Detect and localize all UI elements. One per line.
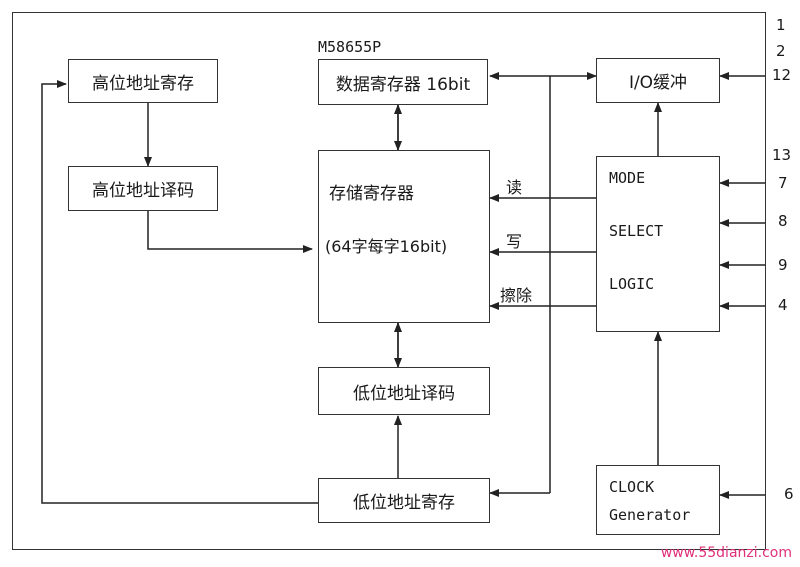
clock-label: CLOCK: [609, 478, 655, 496]
high-address-decoder-label: 高位地址译码: [92, 181, 194, 201]
pin-8: 8: [778, 212, 788, 230]
select-label: SELECT: [609, 222, 664, 240]
high-address-register-block: 高位地址寄存: [68, 59, 218, 103]
pin-12: 12: [772, 66, 792, 84]
mode-select-logic-block: MODE SELECT LOGIC: [596, 156, 720, 332]
storage-capacity-label: (64字每字16bit): [325, 237, 448, 256]
data-register-block: 数据寄存器 16bit: [318, 59, 488, 105]
io-buffer-label: I/O缓冲: [628, 73, 688, 93]
read-signal-label: 读: [506, 178, 523, 197]
pin-1: 1: [776, 16, 786, 34]
chip-outline: [12, 12, 766, 550]
mode-label: MODE: [609, 169, 646, 187]
high-address-decoder-block: 高位地址译码: [68, 166, 218, 211]
pin-4: 4: [778, 296, 788, 314]
io-buffer-block: I/O缓冲: [596, 58, 720, 103]
chip-name: M58655P: [318, 38, 382, 56]
storage-register-block: 存储寄存器 (64字每字16bit): [318, 150, 490, 323]
low-address-register-block: 低位地址寄存: [318, 478, 490, 523]
storage-register-label: 存储寄存器: [329, 184, 414, 204]
low-address-decoder-label: 低位地址译码: [353, 383, 455, 404]
generator-label: Generator: [609, 506, 691, 524]
low-address-decoder-block: 低位地址译码: [318, 367, 490, 415]
pin-2: 2: [776, 42, 786, 60]
low-address-register-label: 低位地址寄存: [353, 493, 455, 513]
pin-6: 6: [784, 485, 794, 503]
logic-label: LOGIC: [609, 275, 655, 293]
pin-9: 9: [778, 256, 788, 274]
clock-generator-block: CLOCK Generator: [596, 465, 720, 535]
data-register-label: 数据寄存器 16bit: [335, 74, 471, 95]
watermark: www.55dianzi.com: [660, 545, 792, 561]
write-signal-label: 写: [506, 232, 523, 251]
pin-13: 13: [772, 146, 792, 164]
erase-signal-label: 擦除: [500, 286, 533, 305]
pin-7: 7: [778, 174, 788, 192]
high-address-register-label: 高位地址寄存: [92, 73, 194, 94]
